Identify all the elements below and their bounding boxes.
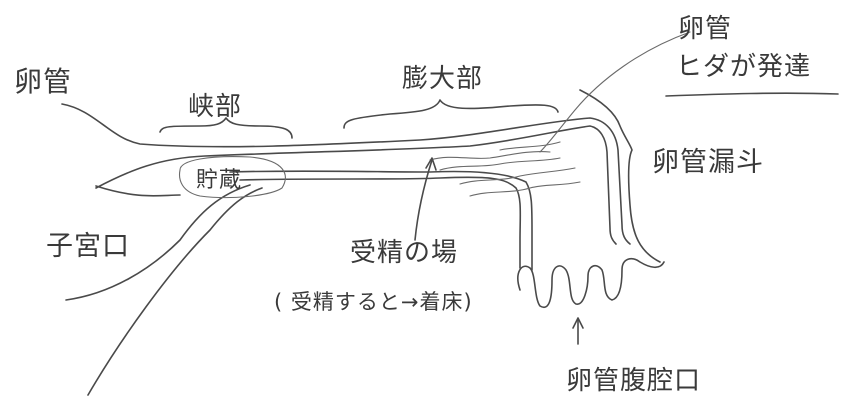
label-isthmus: 峡部 [188,92,243,122]
label-cervix: 子宮口 [46,231,130,262]
oviduct-tube-inner [229,170,533,271]
label-infundibulum: 卵管漏斗 [652,147,764,178]
oviduct-tube-outer [95,125,617,245]
mucosal-fold [459,167,576,185]
mucosal-fold [439,157,561,171]
label-fold-subtitle: ヒダが発達 [676,52,812,82]
fold-label-underline [665,92,839,97]
oviduct-tube-lower [239,176,522,269]
ostium-arrowhead [572,317,584,329]
fertilization-arrowhead [425,157,437,171]
infundibulum-bracket [579,89,661,263]
mucosal-fold [499,141,561,151]
mucosal-fold [429,151,551,161]
mucosal-fold [469,181,581,197]
cervical-canal-2 [95,185,181,197]
label-abdominal-ostium: 卵管腹腔口 [566,366,702,396]
storage-circle [178,156,286,199]
fertilization-arrow [414,159,433,241]
label-fold-title: 卵管 [678,14,733,44]
label-oviduct: 卵管 [14,65,73,98]
fold-leader-line [539,31,691,153]
label-ampulla: 膨大部 [402,64,484,94]
isthmus-bracket [159,117,293,139]
cervical-canal [87,187,263,396]
fimbriae [517,257,665,309]
label-storage: 貯蔵 [196,168,243,193]
label-fertilization-note: ( 受精すると→着床) [274,290,473,314]
uterus-upper-wall [61,103,631,245]
ampulla-bracket [343,99,559,129]
label-fertilization-site: 受精の場 [350,238,459,268]
